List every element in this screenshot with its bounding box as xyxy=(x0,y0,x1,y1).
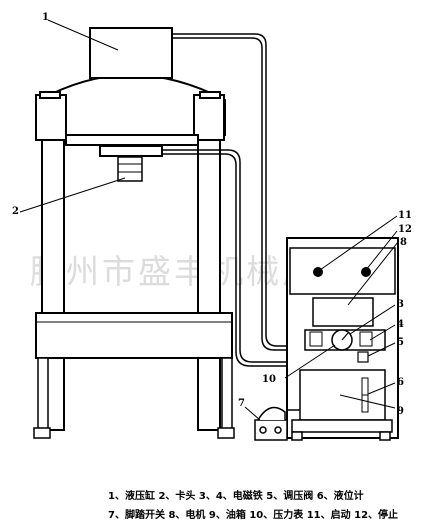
right-top-block xyxy=(193,94,225,141)
solenoid-left xyxy=(309,331,323,347)
legend-line-1: 1、液压缸 2、卡头 3、4、电磁铁 5、调压阀 6、液位计 xyxy=(108,491,364,502)
callout-8: 8 xyxy=(400,237,407,248)
foot-switch xyxy=(254,406,300,441)
callout-4: 4 xyxy=(397,319,404,330)
solenoid-right xyxy=(359,331,373,347)
callout-2: 2 xyxy=(12,206,19,217)
work-table xyxy=(35,312,233,359)
left-leg xyxy=(37,357,49,437)
chuck xyxy=(117,156,143,182)
ram-plate xyxy=(99,145,163,157)
watermark-text: 滕州市盛丰机械厂 xyxy=(30,252,318,291)
callout-9: 9 xyxy=(397,406,404,417)
hydraulic-pipes xyxy=(162,33,305,367)
crown-lower-beam xyxy=(65,134,199,146)
oil-tank xyxy=(299,369,386,421)
stop-button-icon xyxy=(361,267,371,277)
callout-7: 7 xyxy=(238,398,245,409)
leader-lines xyxy=(19,19,399,421)
callout-3: 3 xyxy=(397,299,404,310)
callout-12: 12 xyxy=(398,224,412,235)
callout-5: 5 xyxy=(397,337,404,348)
hydraulic-station xyxy=(286,237,399,441)
left-top-block xyxy=(35,94,67,141)
callout-11: 11 xyxy=(398,210,412,221)
right-column xyxy=(197,139,221,431)
legend-line-2: 7、脚踏开关 8、电机 9、油箱 10、压力表 11、启动 12、停止 xyxy=(108,510,399,521)
hydraulic-cylinder xyxy=(89,27,173,79)
press-frame xyxy=(33,27,235,439)
callout-6: 6 xyxy=(397,377,404,388)
callout-1: 1 xyxy=(42,12,49,23)
pressure-regulator xyxy=(357,351,369,363)
callout-10: 10 xyxy=(262,374,276,385)
right-leg xyxy=(221,357,233,437)
motor xyxy=(312,297,374,327)
